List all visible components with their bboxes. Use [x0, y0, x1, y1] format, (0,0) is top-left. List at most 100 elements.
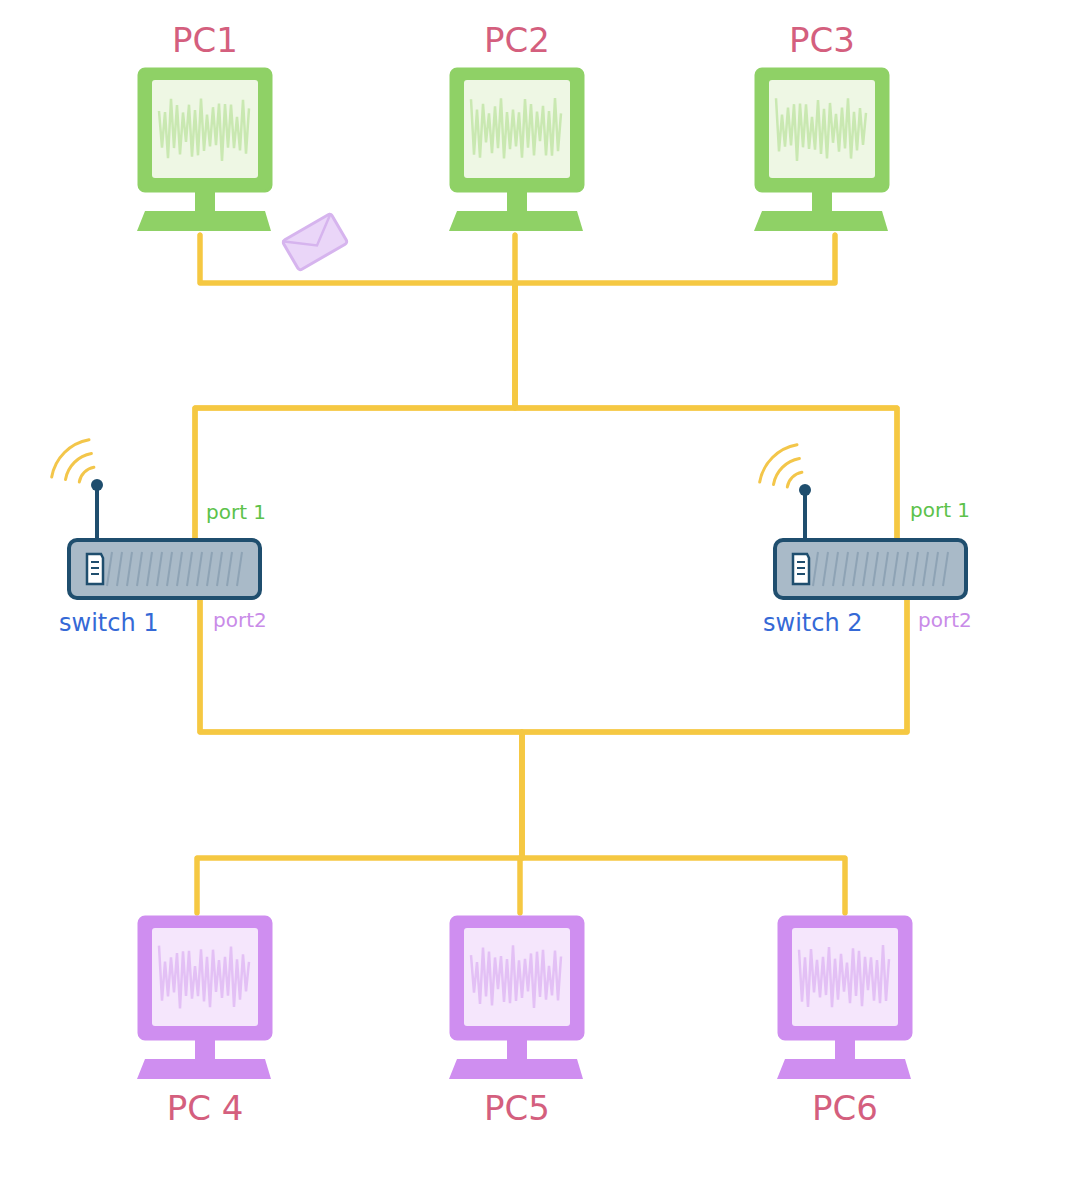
document-line	[797, 567, 805, 569]
case-texture	[127, 552, 132, 586]
network-cable	[522, 600, 907, 913]
case-texture	[863, 552, 868, 586]
network-cable	[197, 600, 522, 913]
case-texture	[873, 552, 878, 586]
computer-label: PC 4	[135, 1083, 275, 1133]
screen-scribble	[799, 945, 889, 1007]
computer: PC1	[135, 15, 275, 235]
monitor-icon	[775, 913, 915, 1083]
computer-label: PC3	[752, 15, 892, 65]
case-texture	[157, 552, 162, 586]
screen-scribble	[776, 98, 866, 161]
document-line	[91, 561, 99, 563]
computer: PC6	[775, 913, 915, 1133]
document-line	[797, 573, 805, 575]
computer-label: PC1	[135, 15, 275, 65]
envelope-icon	[282, 213, 347, 270]
screen-scribble	[159, 946, 249, 1009]
network-cable	[200, 235, 897, 538]
monitor-frame	[779, 917, 911, 1039]
monitor-base	[137, 1059, 271, 1079]
case-texture	[217, 552, 222, 586]
wireless-waves	[52, 440, 802, 487]
computer: PC2	[447, 15, 587, 235]
monitor-screen	[769, 80, 875, 178]
computer: PC5	[447, 913, 587, 1133]
port-label: port2	[918, 608, 972, 632]
case-texture	[187, 552, 192, 586]
monitor-screen	[464, 928, 570, 1026]
case-texture	[227, 552, 232, 586]
port-label: port 1	[206, 500, 266, 524]
network-cable	[197, 600, 907, 913]
case-texture	[893, 552, 898, 586]
network-switch: switch 1	[67, 538, 262, 600]
monitor-neck	[507, 191, 527, 211]
switch-label: switch 2	[763, 608, 863, 638]
case-texture	[813, 552, 818, 586]
case-texture	[177, 552, 182, 586]
monitor-frame	[451, 69, 583, 191]
screen-scribble	[471, 945, 561, 1008]
network-cable	[515, 235, 897, 538]
computer: PC 4	[135, 913, 275, 1133]
network-cable	[195, 235, 515, 538]
switch-case	[69, 540, 260, 598]
case-texture	[923, 552, 928, 586]
computer-label: PC2	[447, 15, 587, 65]
antenna-tip	[799, 484, 811, 496]
monitor-frame	[139, 917, 271, 1039]
monitor-base	[137, 211, 271, 231]
case-texture	[137, 552, 142, 586]
antenna-tip	[91, 479, 103, 491]
network-cable	[515, 235, 897, 538]
computer-label: PC5	[447, 1083, 587, 1133]
port-label: port2	[213, 608, 267, 632]
switch-case	[775, 540, 966, 598]
screen-scribble	[159, 99, 249, 161]
case-texture	[237, 552, 242, 586]
case-texture	[207, 552, 212, 586]
network-switch: switch 2	[773, 538, 968, 600]
monitor-screen	[792, 928, 898, 1026]
computer: PC3	[752, 15, 892, 235]
switch-label: switch 1	[59, 608, 159, 638]
network-cable	[520, 600, 907, 913]
monitor-screen	[464, 80, 570, 178]
monitor-neck	[835, 1039, 855, 1059]
case-texture	[147, 552, 152, 586]
case-texture	[117, 552, 122, 586]
computer-label: PC6	[775, 1083, 915, 1133]
monitor-frame	[139, 69, 271, 191]
document-icon	[87, 554, 103, 584]
case-texture	[853, 552, 858, 586]
case-texture	[903, 552, 908, 586]
monitor-neck	[195, 191, 215, 211]
monitor-neck	[812, 191, 832, 211]
document-line	[91, 573, 99, 575]
monitor-icon	[752, 65, 892, 235]
monitor-icon	[447, 913, 587, 1083]
monitor-screen	[152, 80, 258, 178]
monitor-base	[754, 211, 888, 231]
network-cable	[195, 235, 515, 538]
document-line	[797, 561, 805, 563]
network-cable	[200, 600, 522, 913]
case-texture	[933, 552, 938, 586]
case-texture	[833, 552, 838, 586]
screen-scribble	[471, 98, 561, 158]
case-texture	[107, 552, 112, 586]
monitor-base	[777, 1059, 911, 1079]
case-texture	[197, 552, 202, 586]
monitor-frame	[756, 69, 888, 191]
case-texture	[943, 552, 948, 586]
switch-body	[67, 538, 262, 600]
switch-body	[773, 538, 968, 600]
monitor-screen	[152, 928, 258, 1026]
antenna	[97, 488, 805, 540]
document-line	[91, 567, 99, 569]
monitor-base	[449, 211, 583, 231]
monitor-neck	[507, 1039, 527, 1059]
case-texture	[167, 552, 172, 586]
